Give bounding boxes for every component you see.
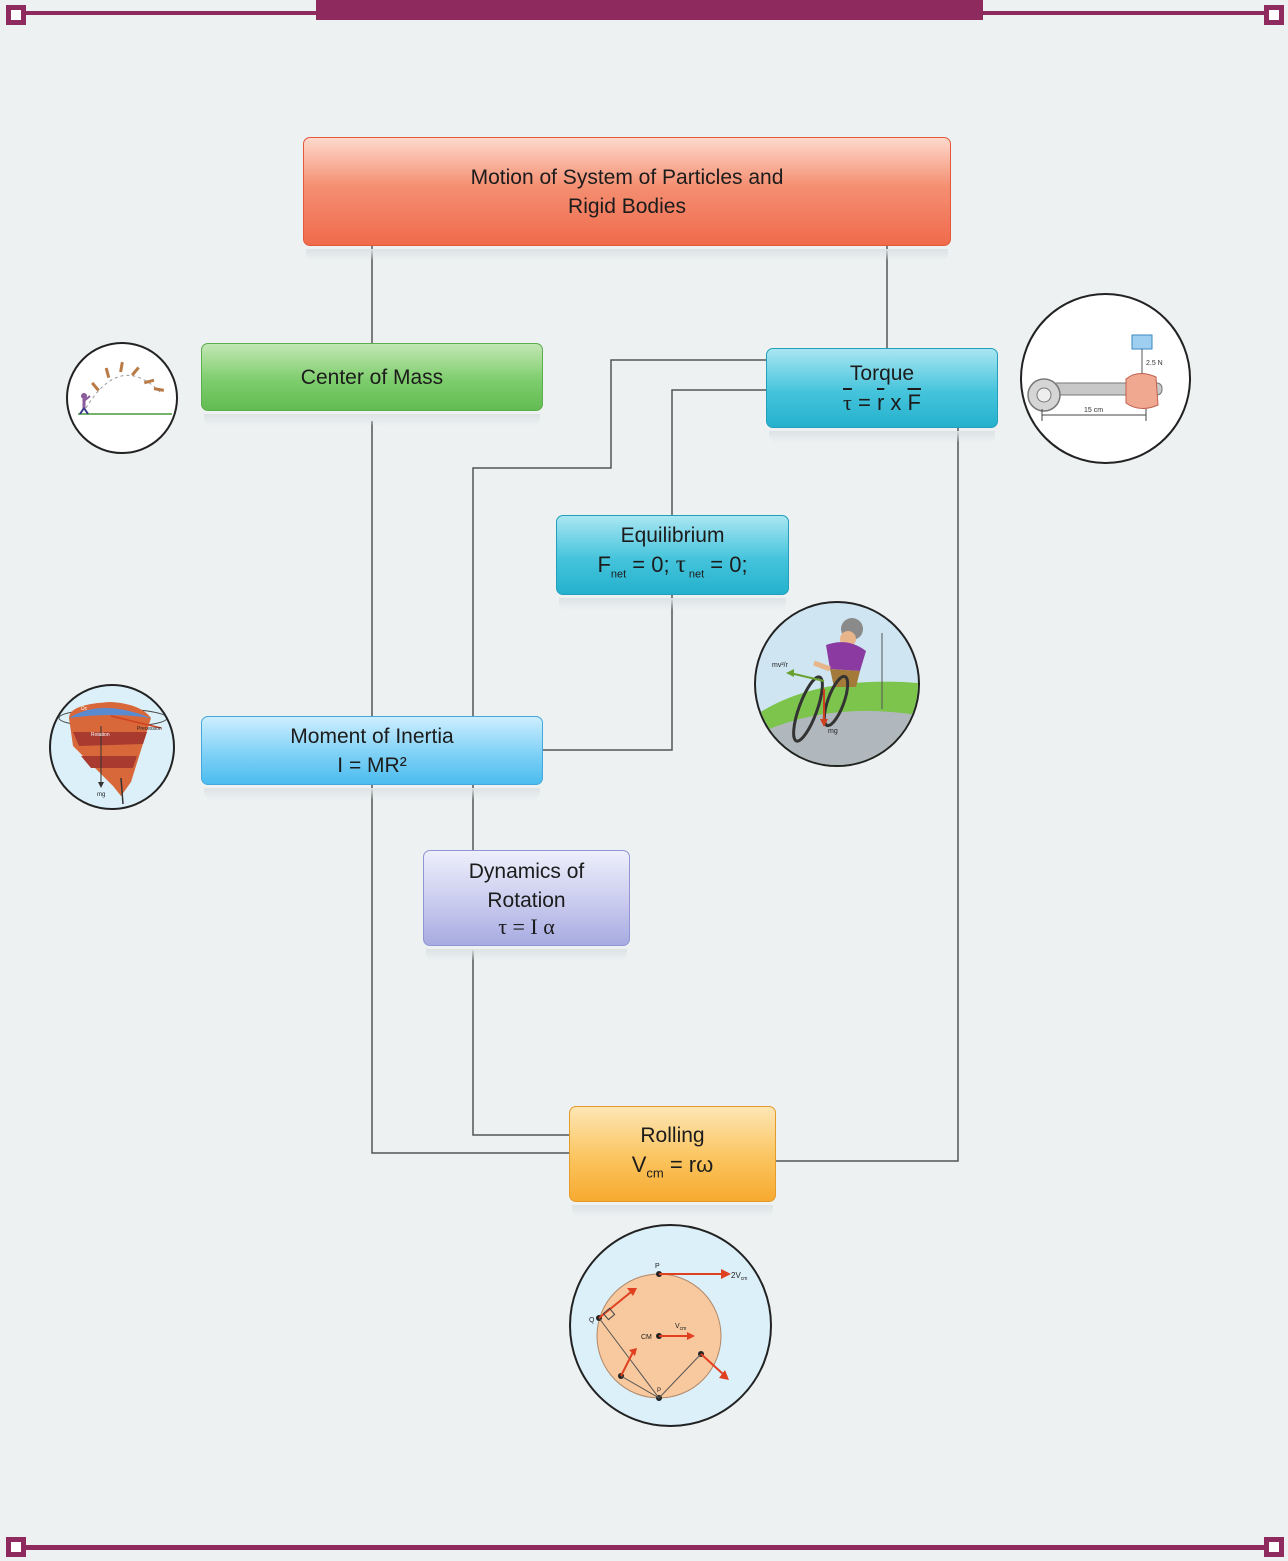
- connector-moment-rolling: [371, 785, 569, 1154]
- frame-corner-top-right: [1264, 5, 1284, 25]
- equilibrium-tau-sub: net: [685, 568, 705, 581]
- wrench-drawing: 2.5 N 15 cm: [1027, 334, 1163, 421]
- torque-title: Torque: [849, 362, 915, 385]
- spinning-top-drawing: mg Precession Rotation Ωc: [58, 702, 168, 805]
- torque-equals: =: [851, 390, 877, 415]
- rolling-center-velocity-label: Vcm: [675, 1323, 686, 1332]
- connector-torque-rolling: [776, 426, 959, 1162]
- equilibrium-tau: τ: [675, 550, 686, 578]
- rolling-title: Rolling: [640, 1123, 705, 1147]
- torque-r: r: [876, 390, 885, 415]
- rolling-formula: Vcm = rω: [632, 1150, 714, 1187]
- root-node: Motion of System of Particles and Rigid …: [303, 137, 951, 261]
- top-weight-label: mg: [97, 792, 105, 798]
- frame-top-line-left: [25, 11, 316, 15]
- connector-torque-moment: [472, 359, 766, 716]
- torque-distance-label: 15 cm: [1084, 407, 1103, 414]
- rolling-illustration: P 2Vcm CM Vcm Q P: [569, 1224, 772, 1427]
- dynamics-title-line1: Dynamics of: [468, 860, 585, 883]
- center-of-mass-node: Center of Mass: [201, 343, 543, 426]
- torque-force-label: 2.5 N: [1146, 360, 1163, 367]
- rolling-center-velocity-text: V: [675, 1323, 680, 1330]
- equilibrium-centripetal-label: mv²/r: [772, 662, 789, 669]
- frame-corner-bottom-right: [1264, 1537, 1284, 1557]
- moment-of-inertia-formula: I = MR²: [337, 753, 407, 777]
- rolling-left-point-label: Q: [589, 1317, 595, 1324]
- equilibrium-title: Equilibrium: [620, 523, 725, 547]
- cyclist-drawing: mv²/r mg: [756, 618, 918, 765]
- center-of-mass-illustration: [66, 342, 178, 454]
- rolling-wheel-drawing: P 2Vcm CM Vcm Q P: [589, 1263, 747, 1401]
- rolling-v: V: [631, 1151, 647, 1177]
- torque-formula: τ = r x F: [843, 388, 921, 417]
- rolling-top-velocity-text: 2V: [731, 1271, 741, 1280]
- equilibrium-f-sub: net: [610, 568, 627, 581]
- rolling-center-velocity-sub: cm: [680, 1326, 687, 1332]
- top-precession-label: Precession: [137, 726, 162, 732]
- connector-torque-equilibrium: [671, 389, 766, 515]
- rolling-node: Rolling Vcm = rω: [569, 1106, 776, 1217]
- dynamics-title-line2: Rotation: [487, 889, 566, 912]
- frame-top-line-right: [983, 11, 1268, 15]
- connector-dynamics-rolling: [472, 950, 569, 1136]
- moment-of-inertia-illustration: mg Precession Rotation Ωc: [49, 684, 175, 810]
- rolling-top-point-label: P: [655, 1263, 660, 1270]
- connector-equilibrium-moment: [543, 595, 673, 751]
- rolling-v-sub: cm: [646, 1165, 664, 1181]
- rolling-center-label: CM: [641, 1334, 652, 1341]
- frame-corner-bottom-left: [6, 1537, 26, 1557]
- center-of-mass-title: Center of Mass: [300, 365, 444, 389]
- rolling-rest: = rω: [663, 1151, 714, 1177]
- root-title-line1: Motion of System of Particles and: [470, 165, 784, 189]
- dynamics-formula: τ = I α: [498, 914, 555, 939]
- dynamics-of-rotation-node: Dynamics of Rotation τ = I α: [423, 850, 630, 961]
- equilibrium-f: F: [597, 551, 611, 577]
- torque-symbol: τ: [843, 390, 852, 415]
- top-rotation-label: Rotation: [91, 732, 110, 738]
- moment-of-inertia-title: Moment of Inertia: [290, 724, 454, 748]
- root-title-line2: Rigid Bodies: [568, 194, 686, 218]
- frame-corner-top-left: [6, 5, 26, 25]
- equilibrium-node: Equilibrium Fnet = 0; τ net = 0;: [556, 515, 789, 610]
- top-omega-label: Ωc: [81, 706, 88, 712]
- equilibrium-formula: Fnet = 0; τ net = 0;: [597, 550, 747, 589]
- rolling-top-velocity-label: 2Vcm: [731, 1271, 747, 1282]
- equilibrium-mid: = 0;: [626, 551, 676, 577]
- rolling-top-velocity-sub: cm: [741, 1276, 748, 1282]
- torque-node: Torque τ = r x F: [766, 348, 998, 443]
- equilibrium-weight-label: mg: [828, 728, 838, 735]
- torque-f: F: [907, 390, 921, 415]
- torque-illustration: 2.5 N 15 cm: [1020, 293, 1191, 464]
- torque-cross: x: [884, 390, 908, 415]
- moment-of-inertia-node: Moment of Inertia I = MR²: [201, 716, 543, 800]
- frame-top-bar: [316, 0, 983, 20]
- equilibrium-illustration: mv²/r mg: [754, 601, 920, 767]
- frame-bottom-line: [25, 1545, 1268, 1550]
- projectile-drawing: [78, 361, 172, 415]
- rolling-bottom-point-label: P: [657, 1388, 661, 1394]
- equilibrium-end: = 0;: [704, 551, 748, 577]
